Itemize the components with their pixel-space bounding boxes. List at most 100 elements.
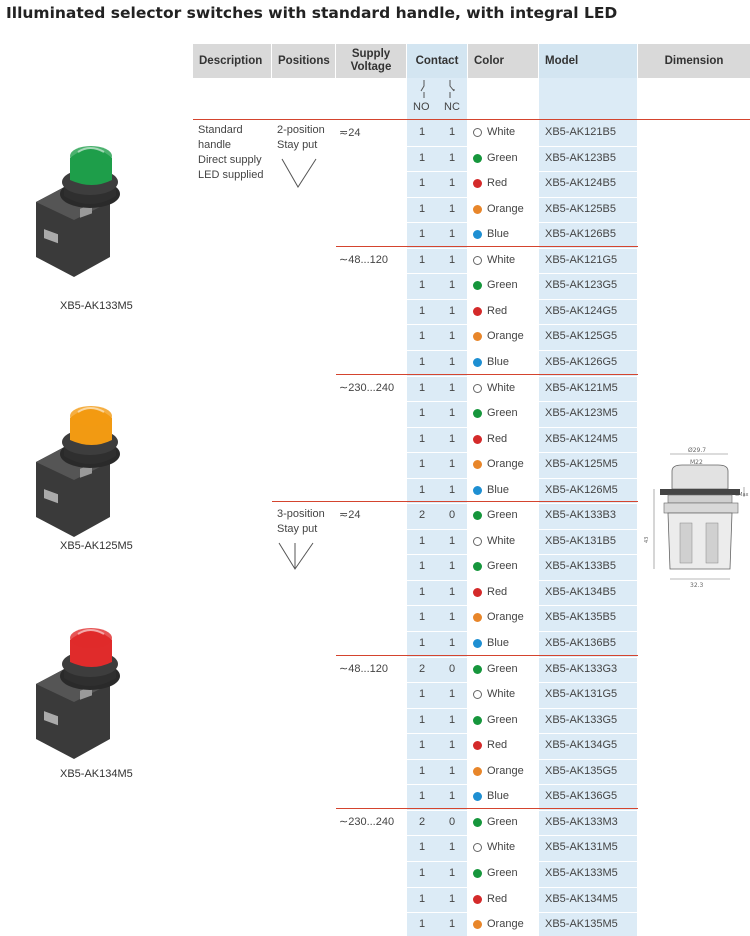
row-divider [539, 503, 637, 505]
model-number: XB5-AK125M5 [545, 458, 618, 471]
row-divider [539, 145, 637, 147]
color-name: Green [487, 151, 518, 164]
color-name: Blue [487, 483, 510, 496]
color-swatch-icon [473, 613, 482, 623]
model-number: XB5-AK125G5 [545, 330, 618, 343]
row-divider [407, 222, 467, 224]
row-divider [407, 809, 467, 811]
contact-no-value: 1 [418, 177, 426, 190]
model-number: XB5-AK135B5 [545, 611, 616, 624]
contact-no-value: 1 [418, 407, 426, 420]
color-swatch-icon [473, 281, 482, 291]
position-3-label: 3-position [277, 508, 325, 520]
header-description: Description [193, 44, 271, 78]
row-divider [407, 426, 467, 428]
row-divider [407, 145, 467, 147]
contact-nc-value: 1 [448, 151, 456, 164]
color-name: Red [487, 892, 508, 905]
header-color: Color [468, 44, 538, 78]
color-swatch-icon [473, 306, 482, 316]
contact-nc-value: 1 [448, 790, 456, 803]
row-divider [407, 349, 467, 351]
row-divider [539, 682, 637, 684]
color-swatch-icon [473, 894, 482, 904]
row-divider [407, 733, 467, 735]
dimension-height-label: 43 [644, 537, 650, 543]
color-swatch-icon [473, 741, 482, 751]
contact-no-value: 1 [418, 458, 426, 471]
nc-label: NC [444, 101, 460, 113]
contact-no-value: 1 [418, 381, 426, 394]
contact-no-value: 1 [418, 228, 426, 241]
row-divider [539, 656, 637, 658]
no-label: NO [413, 101, 430, 113]
contact-nc-value: 1 [448, 866, 456, 879]
color-name: Green [487, 713, 518, 726]
color-swatch-icon [473, 766, 482, 776]
color-name: White [487, 126, 516, 138]
model-number: XB5-AK133G5 [545, 713, 618, 726]
color-name: White [487, 253, 516, 266]
model-number: XB5-AK133M5 [545, 866, 618, 879]
contact-nc-value: 1 [448, 330, 456, 343]
contact-nc-value: 1 [448, 534, 456, 547]
color-swatch-icon [473, 920, 482, 930]
product-caption: XB5-AK125M5 [60, 540, 133, 552]
contact-no-value: 1 [418, 866, 426, 879]
model-number: XB5-AK126B5 [545, 228, 616, 241]
color-name: Blue [487, 355, 510, 368]
color-name: Orange [487, 611, 524, 624]
model-number: XB5-AK123M5 [545, 407, 618, 420]
row-divider [407, 656, 467, 658]
contact-no-value: 1 [418, 304, 426, 317]
color-swatch-icon [473, 639, 482, 648]
row-divider [539, 886, 637, 888]
nc-contact-icon [449, 80, 455, 98]
position-2-label: 2-position [277, 124, 325, 136]
color-swatch-icon [473, 817, 482, 827]
row-divider [539, 631, 637, 632]
color-name: Blue [487, 228, 510, 241]
color-swatch-icon [473, 255, 482, 265]
color-name: Red [487, 177, 508, 190]
model-number: XB5-AK134G5 [545, 739, 618, 752]
header-positions: Positions [272, 44, 335, 78]
color-name: Green [487, 560, 518, 573]
row-divider [407, 528, 467, 530]
row-divider [407, 477, 467, 479]
contact-nc-value: 1 [448, 381, 456, 394]
color-name: Green [487, 279, 518, 292]
header-dimension-label: Dimension [664, 54, 724, 67]
color-name: Orange [487, 202, 524, 215]
contact-nc-value: 1 [448, 458, 456, 471]
model-number: XB5-AK124B5 [545, 177, 616, 190]
group-divider [336, 374, 638, 375]
row-divider [407, 707, 467, 709]
row-divider [539, 605, 637, 607]
color-swatch-icon [473, 204, 482, 214]
color-swatch-icon [473, 485, 482, 495]
contact-nc-value: 1 [448, 177, 456, 190]
row-divider [539, 401, 637, 403]
supply-voltage: ≂24 [339, 127, 361, 139]
header-supply-label: Supply Voltage [350, 48, 392, 73]
header-supply-voltage: Supply Voltage [336, 44, 406, 78]
group-divider [336, 246, 638, 247]
color-swatch-icon [473, 690, 482, 700]
color-name: Green [487, 815, 518, 828]
contact-nc-value: 1 [448, 764, 456, 777]
supply-voltage: ∼230...240 [339, 382, 395, 394]
row-divider [407, 860, 467, 862]
contact-nc-value: 0 [448, 815, 456, 828]
row-divider [407, 682, 467, 684]
selector-switch-image [36, 146, 120, 277]
row-divider [407, 273, 467, 275]
model-column-shade [539, 78, 637, 936]
row-divider [407, 758, 467, 760]
color-name: Green [487, 662, 518, 675]
color-swatch-icon [473, 434, 482, 444]
model-number: XB5-AK123G5 [545, 279, 618, 292]
dimension-max-label: 6Max [735, 492, 749, 498]
row-divider [407, 171, 467, 173]
row-divider [539, 349, 637, 351]
